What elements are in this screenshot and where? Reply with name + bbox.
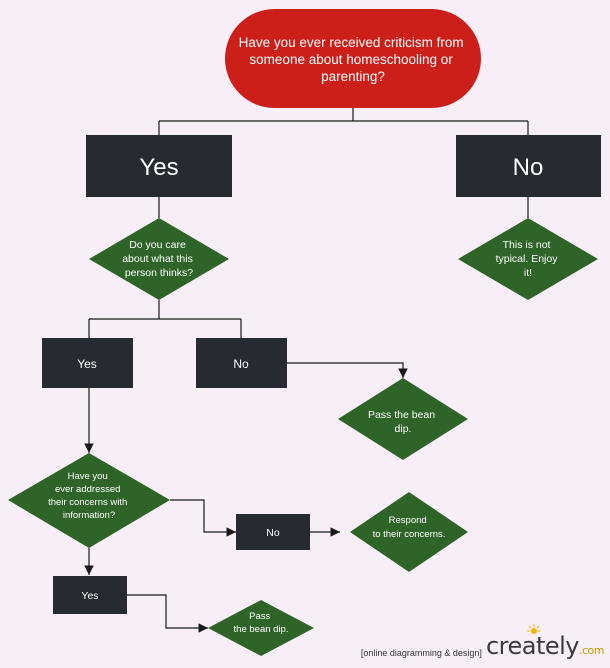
addressed-question-line-3: their concerns with	[48, 497, 127, 508]
start-node-line-2: someone about homeschooling or	[249, 52, 453, 67]
yes-addressed-label: Yes	[81, 590, 98, 602]
not-typical-shape	[458, 218, 598, 300]
yes-addressed-node[interactable]: Yes	[53, 576, 127, 614]
pass-dip-2-shape	[208, 600, 314, 656]
credit-note: [online diagramming & design]	[360, 648, 482, 658]
addressed-question-node[interactable]: Have you ever addressed their concerns w…	[8, 453, 170, 548]
pass-dip-1-shape	[338, 378, 468, 460]
no-addressed-node[interactable]: No	[236, 514, 310, 550]
not-typical-label: This is not typical. Enjoy it!	[496, 239, 561, 279]
pass-dip-2-line-2: the bean dip.	[234, 624, 289, 635]
respond-line-2: to their concerns.	[373, 529, 446, 540]
addressed-question-line-1: Have you	[68, 471, 108, 482]
yes-care-node[interactable]: Yes	[42, 338, 133, 388]
pass-dip-2-line-1: Pass	[249, 611, 270, 622]
respond-node[interactable]: Respond to their concerns.	[350, 492, 468, 572]
not-typical-line-3: it!	[524, 267, 532, 279]
care-question-label: Do you care about what this person think…	[122, 239, 196, 279]
respond-shape	[350, 492, 468, 572]
care-question-line-2: about what this	[122, 253, 193, 265]
connector-addressed-to-no	[170, 499, 236, 537]
no-addressed-label: No	[266, 527, 280, 539]
care-question-node[interactable]: Do you care about what this person think…	[89, 218, 229, 300]
yes-care-shape	[42, 338, 133, 388]
yes-main-label: Yes	[139, 154, 178, 181]
not-typical-line-1: This is not	[503, 239, 551, 251]
yes-care-label: Yes	[77, 357, 97, 371]
no-main-label: No	[513, 154, 544, 181]
pass-dip-2-label: Pass the bean dip.	[234, 611, 289, 635]
creately-credit[interactable]: [online diagramming & design] creately.c…	[360, 624, 605, 664]
connector-yes-to-pass-dip-2	[127, 594, 208, 633]
brand-name: creately	[485, 632, 580, 660]
not-typical-line-2: typical. Enjoy	[496, 253, 559, 265]
pass-dip-1-node[interactable]: Pass the bean dip.	[338, 378, 468, 460]
pass-dip-1-label: Pass the bean dip.	[368, 409, 438, 435]
addressed-question-line-4: information?	[63, 510, 115, 521]
respond-line-1: Respond	[389, 515, 427, 526]
not-typical-node[interactable]: This is not typical. Enjoy it!	[458, 218, 598, 300]
start-node-line-1: Have you ever received criticism from	[239, 35, 464, 50]
pass-dip-1-line-1: Pass the bean	[368, 409, 435, 421]
no-care-shape	[196, 338, 287, 388]
yes-addressed-shape	[53, 576, 127, 614]
yes-main-shape	[86, 135, 232, 197]
care-question-line-1: Do you care	[129, 239, 186, 251]
connector-care-branch	[88, 300, 242, 338]
start-node[interactable]: Have you ever received criticism from so…	[225, 9, 481, 108]
yes-main-node[interactable]: Yes	[86, 135, 232, 197]
addressed-question-label: Have you ever addressed their concerns w…	[48, 471, 130, 521]
pass-dip-2-node[interactable]: Pass the bean dip.	[208, 600, 314, 656]
care-question-line-3: person thinks?	[125, 267, 193, 279]
care-question-shape	[89, 218, 229, 300]
start-node-line-3: parenting?	[321, 69, 385, 84]
connectors	[84, 108, 529, 633]
no-main-node[interactable]: No	[456, 135, 601, 197]
pass-dip-1-line-2: dip.	[395, 423, 412, 435]
no-care-label: No	[233, 357, 249, 371]
start-node-shape	[225, 9, 481, 108]
start-node-label: Have you ever received criticism from so…	[239, 35, 468, 84]
no-addressed-shape	[236, 514, 310, 550]
no-care-node[interactable]: No	[196, 338, 287, 388]
respond-label: Respond to their concerns.	[373, 515, 446, 540]
addressed-question-line-2: ever addressed	[55, 484, 120, 495]
connector-no-to-pass-dip	[287, 362, 408, 378]
addressed-question-shape	[8, 453, 170, 548]
no-main-shape	[456, 135, 601, 197]
sun-icon	[527, 624, 541, 634]
brand-tld: .com	[579, 644, 605, 657]
creately-logo[interactable]: creately.com	[485, 624, 605, 664]
connector-root-branch	[158, 108, 529, 135]
